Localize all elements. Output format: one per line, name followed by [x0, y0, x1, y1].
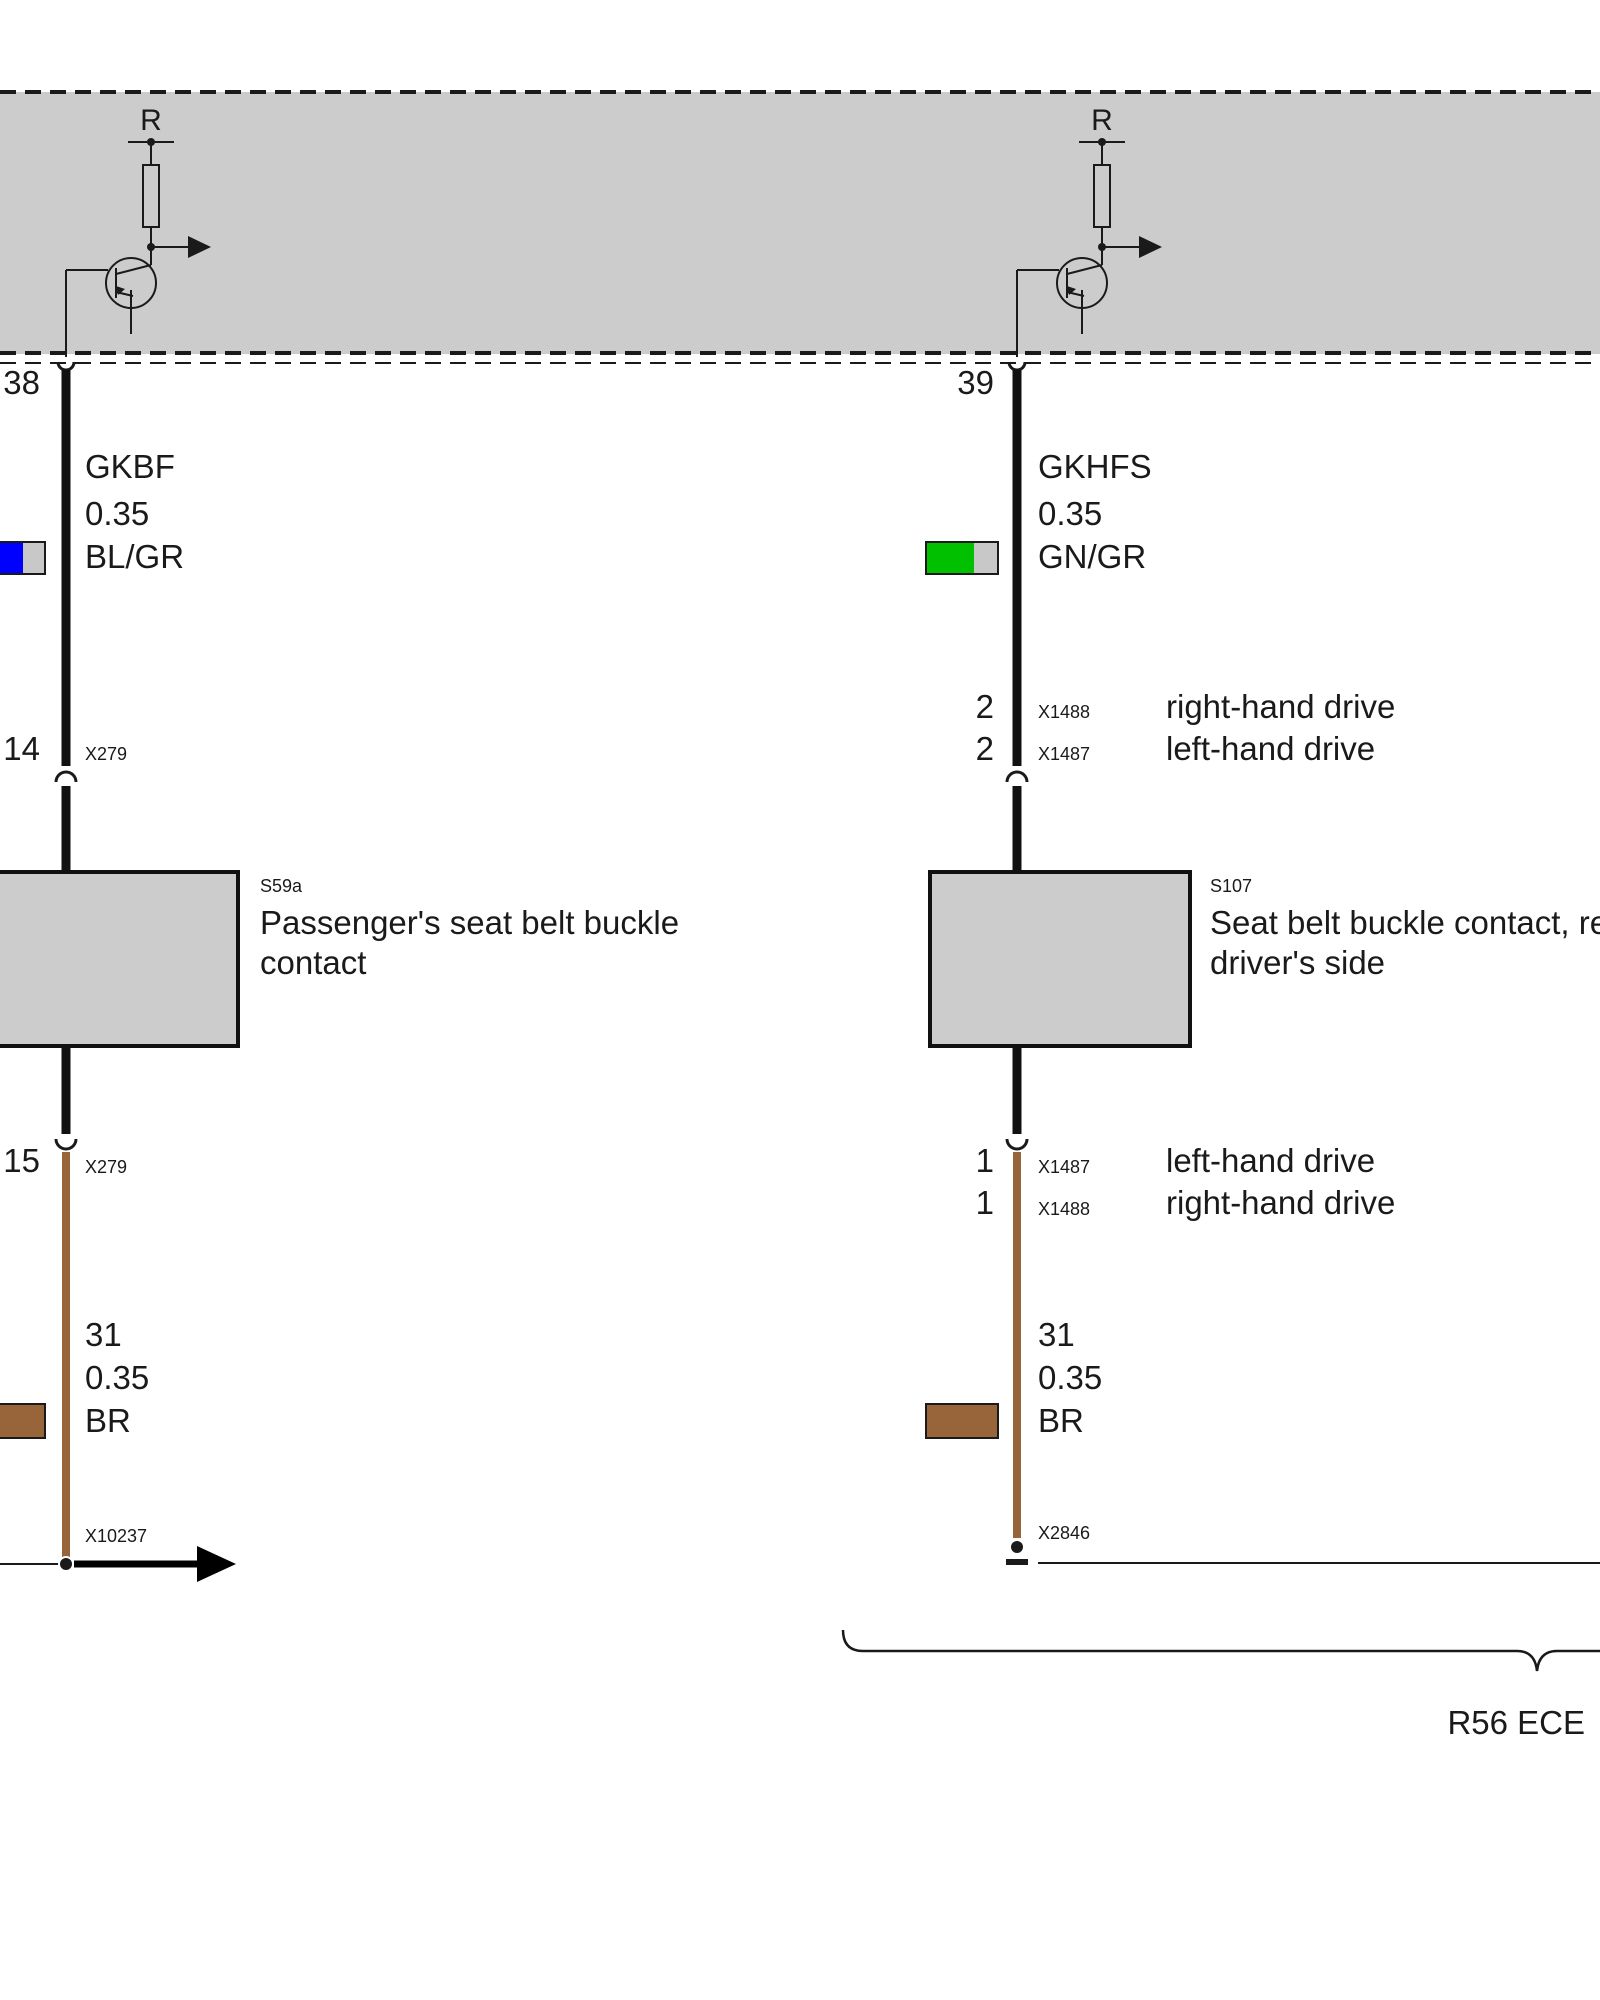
right-upper-connector-2-note: left-hand drive: [1166, 730, 1375, 767]
left-ground-wire-color: BR: [85, 1402, 131, 1439]
left-ground-point-id: X10237: [85, 1526, 147, 1546]
right-lower-connector-1-pin: 1: [976, 1142, 994, 1179]
right-lower-connector-2-note: right-hand drive: [1166, 1184, 1395, 1221]
right-component-box: [928, 870, 1192, 1048]
left-signal-color-swatch-secondary: [23, 542, 45, 574]
variant-brace: [841, 1629, 1600, 1672]
right-lower-connector-2-pin: 1: [976, 1184, 994, 1221]
right-lower-connector-1-id: X1487: [1038, 1157, 1090, 1177]
left-signal-wire-size: 0.35: [85, 495, 149, 532]
left-lower-connector-symbol: [54, 1138, 78, 1151]
right-component-name-line1: Seat belt buckle contact, re: [1210, 904, 1600, 941]
left-ground-color-swatch: [0, 1403, 46, 1439]
right-lower-connector-symbol: [1005, 1138, 1029, 1151]
right-lower-connector-1-note: left-hand drive: [1166, 1142, 1375, 1179]
right-transistor-symbol: R: [1016, 104, 1162, 357]
left-upper-connector-pin: 14: [3, 730, 40, 767]
right-circuit: 39 GKHFS 0.35 GN/GR 2 X1488 right-hand d…: [925, 361, 1600, 1565]
right-signal-color-swatch-secondary: [974, 542, 998, 574]
right-output-arrow-icon: [1139, 236, 1162, 258]
right-signal-wire-color: GN/GR: [1038, 538, 1146, 575]
left-lower-connector-pin: 15: [3, 1142, 40, 1179]
left-component-id: S59a: [260, 876, 303, 896]
left-component-name-line1: Passenger's seat belt buckle: [260, 904, 679, 941]
variant-label: R56 ECE: [1447, 1704, 1585, 1741]
right-ground-wire-name: 31: [1038, 1316, 1075, 1353]
left-ground-junction: [58, 1556, 74, 1572]
left-component-box: [0, 870, 240, 1048]
right-signal-color-swatch-primary: [926, 542, 974, 574]
right-lower-connector-2-id: X1488: [1038, 1199, 1090, 1219]
right-upper-connector-1-pin: 2: [976, 688, 994, 725]
right-top-pin: 39: [957, 364, 994, 401]
control-unit-box: [0, 92, 1600, 354]
left-ground-wire-size: 0.35: [85, 1359, 149, 1396]
right-upper-connector-1-id: X1488: [1038, 702, 1090, 722]
right-upper-connector-2-pin: 2: [976, 730, 994, 767]
left-upper-connector-id: X279: [85, 744, 127, 764]
left-ground-arrow-icon: [197, 1546, 236, 1582]
right-upper-connector-2-id: X1487: [1038, 744, 1090, 764]
right-signal-wire-size: 0.35: [1038, 495, 1102, 532]
left-circuit: 38 GKBF 0.35 BL/GR 14 X279 S59a Passenge…: [0, 361, 679, 1582]
right-upper-connector-1-note: right-hand drive: [1166, 688, 1395, 725]
right-ground-wire-size: 0.35: [1038, 1359, 1102, 1396]
left-output-arrow-icon: [188, 236, 211, 258]
left-upper-connector-symbol: [54, 770, 78, 783]
left-transistor-symbol: R: [65, 104, 211, 357]
right-ground-junction: [1011, 1541, 1023, 1553]
right-supply-label: R: [1091, 104, 1113, 137]
left-supply-label: R: [140, 104, 162, 137]
left-signal-wire-name: GKBF: [85, 448, 175, 485]
left-lower-connector-id: X279: [85, 1157, 127, 1177]
left-component-name-line2: contact: [260, 944, 366, 981]
right-signal-wire-name: GKHFS: [1038, 448, 1152, 485]
right-ground-wire-color: BR: [1038, 1402, 1084, 1439]
right-component-name-line2: driver's side: [1210, 944, 1385, 981]
left-top-pin: 38: [3, 364, 40, 401]
right-component-id: S107: [1210, 876, 1252, 896]
right-ground-point-id: X2846: [1038, 1523, 1090, 1543]
right-upper-connector-symbol: [1005, 770, 1029, 783]
left-ground-wire-name: 31: [85, 1316, 122, 1353]
left-signal-wire-color: BL/GR: [85, 538, 184, 575]
right-ground-color-swatch: [925, 1403, 999, 1439]
left-signal-color-swatch-primary: [0, 542, 23, 574]
